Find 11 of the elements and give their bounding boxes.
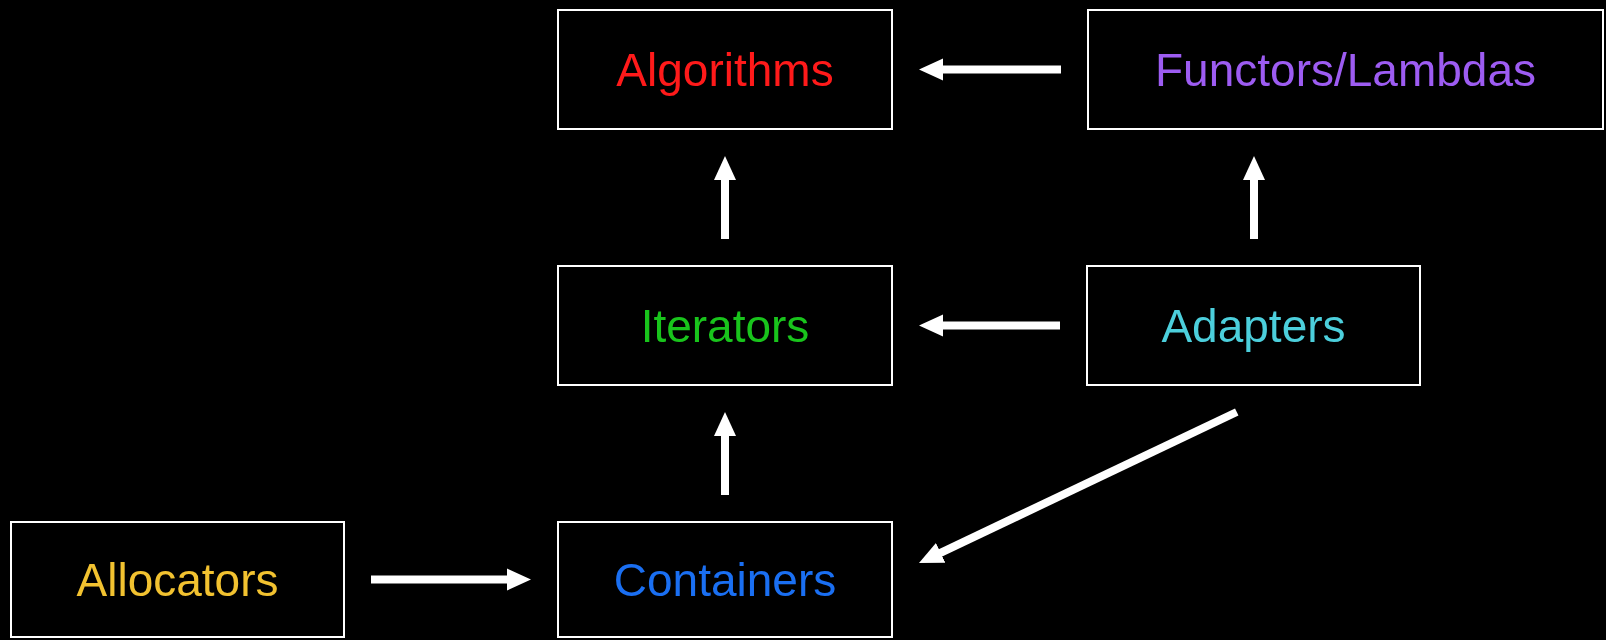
arrow [919,408,1239,564]
component-box [1086,265,1421,386]
component-box [557,265,893,386]
component-box [557,9,893,130]
box-label: Iterators [640,302,810,349]
box-label: Functors/Lambdas [1155,46,1536,93]
component-box [557,521,893,638]
component-box [10,521,345,638]
box-label: Allocators [76,556,279,603]
component-box [1087,9,1604,130]
box-label: Containers [613,556,837,603]
